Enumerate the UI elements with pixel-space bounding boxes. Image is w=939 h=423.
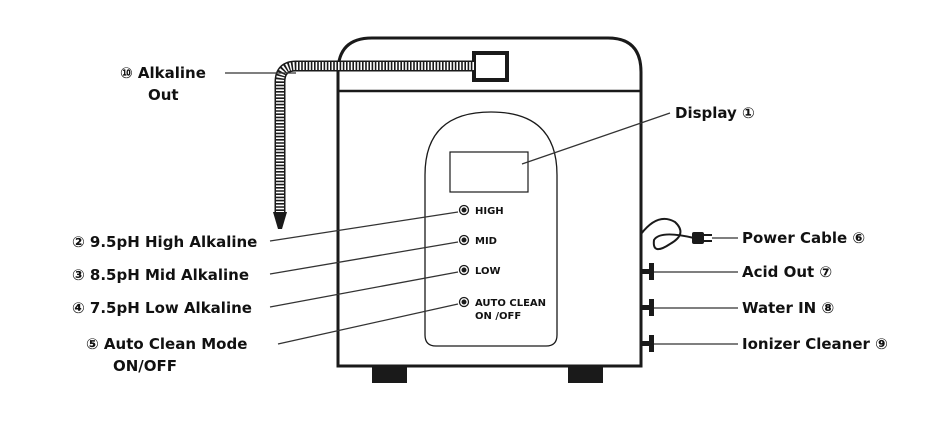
power-plug xyxy=(692,232,704,244)
label-auto-clean-line2: ON/OFF xyxy=(113,357,177,375)
label-alkaline-out-line1: ⑩ Alkaline xyxy=(120,64,206,82)
auto-clean-button[interactable]: AUTO CLEAN ON /OFF xyxy=(458,296,547,323)
label-high-alkaline: ② 9.5pH High Alkaline xyxy=(72,233,257,251)
high-button[interactable]: HIGH xyxy=(458,204,504,218)
foot-right xyxy=(568,367,603,383)
label-auto-clean-line1: ⑤ Auto Clean Mode xyxy=(86,335,247,353)
label-display: Display ① xyxy=(675,104,755,122)
label-ionizer-cleaner: Ionizer Cleaner ⑨ xyxy=(742,335,888,353)
label-mid-alkaline: ③ 8.5pH Mid Alkaline xyxy=(72,266,249,284)
outlet-port xyxy=(472,51,509,82)
label-low-alkaline: ④ 7.5pH Low Alkaline xyxy=(72,299,252,317)
label-acid-out: Acid Out ⑦ xyxy=(742,263,832,281)
machine xyxy=(336,36,643,383)
callout-labels: ⑩ Alkaline Out Display ① ② 9.5pH High Al… xyxy=(72,64,888,375)
foot-left xyxy=(372,367,407,383)
ionizer-cleaner-port xyxy=(641,335,654,352)
label-alkaline-out-line2: Out xyxy=(148,86,179,104)
mid-button[interactable]: MID xyxy=(458,234,497,248)
mid-button-label: MID xyxy=(475,236,497,247)
label-water-in: Water IN ⑧ xyxy=(742,299,834,317)
hose-nozzle xyxy=(273,212,287,229)
label-power-cable: Power Cable ⑥ xyxy=(742,229,865,247)
water-in-port xyxy=(641,299,654,316)
high-button-label: HIGH xyxy=(475,206,504,217)
power-cable xyxy=(640,218,712,251)
low-button[interactable]: LOW xyxy=(458,264,501,278)
panel-buttons: HIGH MID LOW AUTO CLEAN ON /OFF xyxy=(458,204,547,323)
auto-clean-button-label-line1: AUTO CLEAN xyxy=(475,298,546,309)
side-ports xyxy=(641,263,654,352)
low-button-label: LOW xyxy=(475,266,501,277)
display-screen xyxy=(449,151,529,193)
alkaline-out-hose xyxy=(273,60,474,229)
acid-out-port xyxy=(641,263,654,280)
leader-lines xyxy=(225,72,738,345)
auto-clean-button-label-line2: ON /OFF xyxy=(475,311,521,322)
